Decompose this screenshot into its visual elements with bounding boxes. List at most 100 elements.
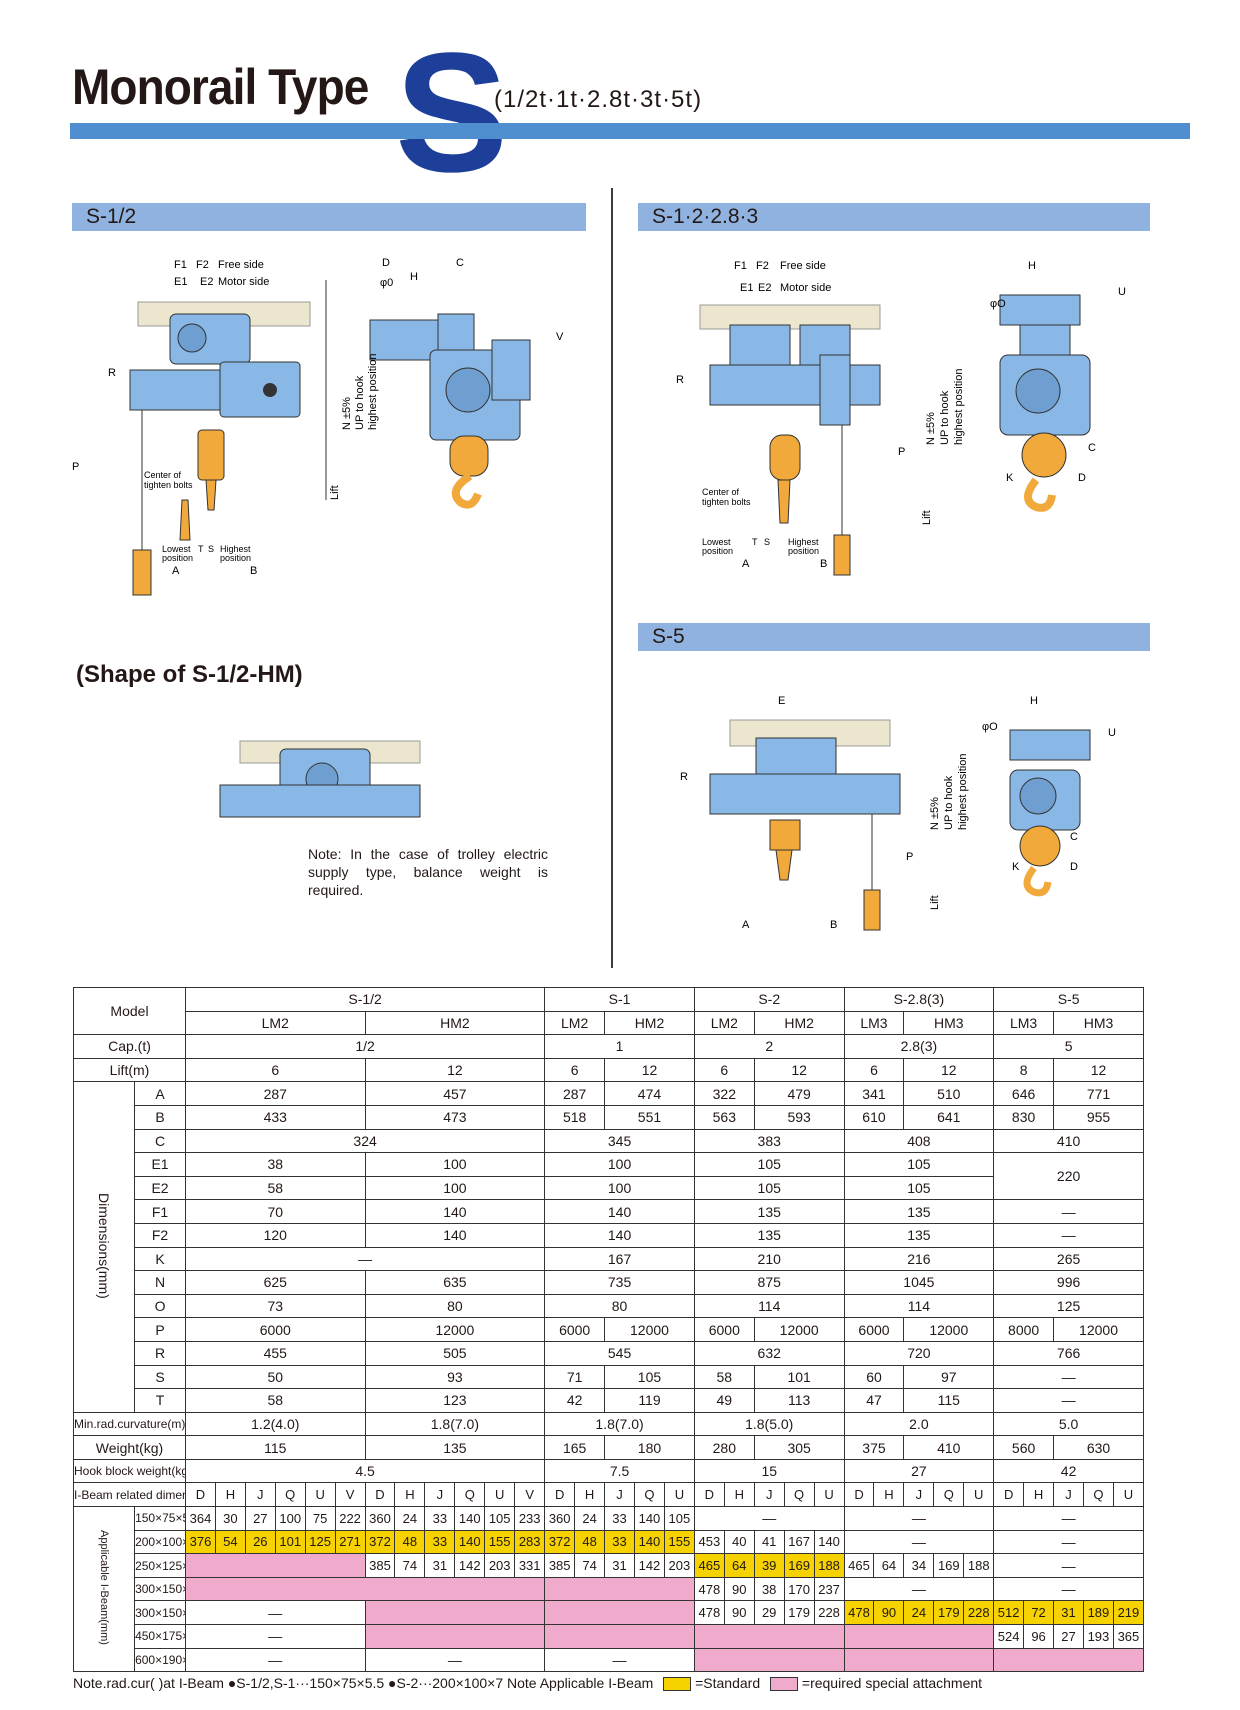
beam-cell: — (693, 1506, 845, 1531)
beam-cell: 48 (394, 1529, 426, 1555)
variant-header: LM3 (843, 1010, 905, 1036)
dim-cell: 140 (544, 1222, 695, 1248)
lift-cell: 6 (185, 1057, 366, 1083)
beam-size: 150×75×5.5 (134, 1506, 186, 1531)
model-header: S-1 (544, 987, 695, 1012)
dim-cell: 457 (364, 1081, 546, 1106)
ibeam-col: D (993, 1482, 1025, 1508)
pink-cell (364, 1624, 546, 1649)
beam-size: 200×100×7 (134, 1529, 186, 1555)
lift-cell: 12 (1053, 1057, 1144, 1083)
dim-cell: 641 (903, 1104, 995, 1130)
beam-cell: 140 (454, 1529, 486, 1555)
dim-cell: 875 (693, 1270, 845, 1295)
model-header: S-5 (993, 987, 1144, 1012)
pink-cell (184, 1576, 546, 1602)
minrad-cell: 2.0 (843, 1411, 995, 1437)
beam-size: 300×150×8 (134, 1576, 186, 1602)
dim-cell: 6000 (185, 1317, 366, 1342)
beam-cell: 453 (693, 1529, 725, 1555)
label-d: D (1078, 472, 1086, 484)
label-s: S (764, 537, 770, 547)
variant-header: HM2 (604, 1010, 695, 1036)
beam-cell: 179 (783, 1600, 815, 1626)
ibeam-col: D (544, 1482, 576, 1508)
footnote-text: Note.rad.cur( )at I-Beam ●S-1/2,S-1···15… (73, 1675, 654, 1691)
weight-cell: 165 (544, 1435, 606, 1460)
label-e1: E1 (174, 276, 187, 288)
cap-cell: 2.8(3) (843, 1034, 995, 1059)
beam-cell: 64 (723, 1553, 755, 1578)
standard-swatch (663, 1677, 692, 1692)
beam-size: 250×125×7.5 (134, 1553, 186, 1578)
lift-cell: 12 (364, 1057, 546, 1083)
label-r: R (680, 771, 688, 783)
label-a: A (172, 565, 180, 577)
dim-cell: 73 (185, 1293, 366, 1319)
beam-cell: 54 (214, 1529, 246, 1555)
dim-cell: 100 (364, 1152, 546, 1177)
dim-cell: 324 (184, 1128, 546, 1154)
beam-size: 600×190×13 (134, 1647, 186, 1673)
dim-cell: 410 (993, 1128, 1144, 1154)
pink-cell (843, 1647, 995, 1673)
label-c: C (1070, 831, 1078, 843)
dim-cell: 830 (993, 1104, 1055, 1130)
beam-cell: 478 (693, 1600, 725, 1626)
dim-label: P (134, 1317, 186, 1342)
ibeam-col: U (484, 1482, 516, 1508)
beam-cell: — (993, 1506, 1144, 1531)
dim-cell: 6000 (693, 1317, 755, 1342)
beam-cell: 74 (574, 1553, 606, 1578)
label-lowest: Lowest (702, 537, 731, 547)
model-header: S-1/2 (184, 987, 546, 1012)
big-s-letter: S (395, 18, 509, 208)
label-n: N ±5% (341, 397, 353, 430)
label-f1: F1 (734, 260, 747, 272)
beam-cell: 283 (514, 1529, 546, 1555)
beam-cell: 96 (1023, 1624, 1055, 1649)
beam-cell: — (993, 1576, 1144, 1602)
lift-cell: 12 (753, 1057, 845, 1083)
lift-cell: 6 (693, 1057, 755, 1083)
dim-cell: — (993, 1199, 1144, 1224)
beam-cell: 385 (544, 1553, 576, 1578)
dim-label: R (134, 1340, 186, 1366)
dim-cell: 635 (364, 1270, 546, 1295)
label-t: T (198, 544, 204, 554)
beam-cell: 41 (753, 1529, 785, 1555)
beam-cell: 155 (663, 1529, 695, 1555)
dim-cell: 735 (544, 1270, 695, 1295)
dim-cell: 551 (604, 1104, 695, 1130)
beam-cell: 34 (903, 1553, 935, 1578)
dim-cell: 135 (843, 1222, 995, 1248)
beam-cell: 140 (454, 1506, 486, 1531)
dim-cell: 771 (1053, 1081, 1144, 1106)
dim-cell: 545 (544, 1340, 695, 1366)
ibeam-group-text: Applicable I-Beam(mm) (98, 1530, 111, 1646)
lift-cell: 12 (604, 1057, 695, 1083)
beam-cell: 167 (783, 1529, 815, 1555)
dim-cell: 563 (693, 1104, 755, 1130)
label-c: C (456, 257, 464, 269)
beam-cell: 64 (873, 1553, 905, 1578)
ibeam-col: H (574, 1482, 606, 1508)
label-phi-o: φO (982, 721, 998, 733)
dim-cell: 322 (693, 1081, 755, 1106)
beam-cell: 188 (963, 1553, 995, 1578)
weight-cell: 560 (993, 1435, 1055, 1460)
ibeam-group-label: Applicable I-Beam(mm) (72, 1506, 136, 1673)
beam-cell: 31 (604, 1553, 635, 1578)
hook-cell: 4.5 (184, 1458, 546, 1484)
dim-cell: 210 (693, 1246, 845, 1272)
dim-cell: 593 (753, 1104, 845, 1130)
section-header-s12: S-1/2 (72, 203, 586, 231)
footnote: Note.rad.cur( )at I-Beam ●S-1/2,S-1···15… (73, 1675, 982, 1692)
beam-cell: 101 (274, 1529, 306, 1555)
weight-cell: 305 (753, 1435, 845, 1460)
dim-cell: 113 (753, 1388, 845, 1413)
label-a: A (742, 558, 750, 570)
label-h: H (1030, 695, 1038, 707)
minrad-cell: 5.0 (993, 1411, 1144, 1437)
label-phi-0: φ0 (380, 277, 393, 289)
